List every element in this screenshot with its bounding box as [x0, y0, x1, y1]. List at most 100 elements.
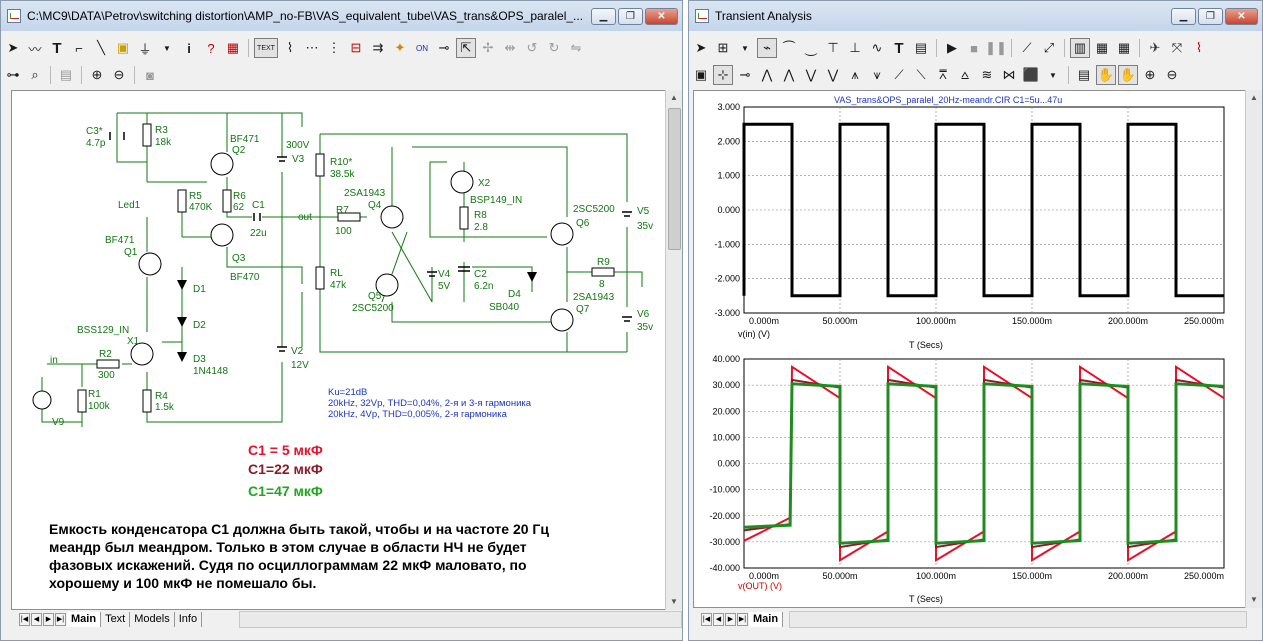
- tab-next-icon[interactable]: ▶: [725, 613, 736, 626]
- tab-first-icon[interactable]: |◀: [701, 613, 712, 626]
- dropdown-icon[interactable]: ▼: [1049, 70, 1057, 80]
- tab-prev-icon[interactable]: ◀: [31, 613, 42, 626]
- flag-icon[interactable]: ⊸: [438, 40, 450, 55]
- table-grid-icon[interactable]: ▦: [1117, 40, 1131, 55]
- info-icon[interactable]: i: [187, 40, 191, 56]
- text-icon[interactable]: T: [894, 39, 904, 57]
- slope-icon[interactable]: ⟋: [894, 67, 904, 82]
- tab-prev-icon[interactable]: ◀: [713, 613, 724, 626]
- high-right-icon[interactable]: ⩛: [873, 67, 881, 82]
- zoom-out-icon[interactable]: ⊖: [1166, 67, 1178, 82]
- properties-icon[interactable]: ▤: [914, 40, 928, 55]
- point-line-icon[interactable]: ⤢: [1043, 40, 1055, 55]
- component-icon[interactable]: ▣: [116, 40, 130, 55]
- pause-icon[interactable]: ❚❚: [985, 40, 1007, 55]
- grid-icon[interactable]: ⊞: [717, 40, 729, 55]
- current-icon[interactable]: ⊟: [350, 40, 362, 55]
- global-icon[interactable]: ≋: [981, 67, 993, 82]
- help-icon[interactable]: ?: [207, 40, 215, 56]
- schematic-titlebar[interactable]: C:\MC9\DATA\Petrov\switching distortion\…: [1, 1, 682, 31]
- text-display-icon[interactable]: TEXT: [254, 38, 278, 58]
- minor-grid-icon[interactable]: ▦: [1095, 40, 1109, 55]
- transient-minimize-button[interactable]: ▁: [1171, 8, 1196, 25]
- scroll-thumb[interactable]: [668, 108, 681, 250]
- major-grid-icon[interactable]: ▥: [1070, 38, 1090, 58]
- tracker-icon[interactable]: ⤧: [1171, 40, 1183, 55]
- scroll-up-arrow-icon[interactable]: ▲: [670, 93, 678, 102]
- transient-titlebar[interactable]: Transient Analysis ▁ ❐ ✕: [689, 1, 1262, 31]
- tab-info[interactable]: Info: [175, 612, 203, 627]
- schematic-canvas[interactable]: C3* 4.7p R3 18k BF471 Q2 300V V3 R10* 38…: [11, 90, 667, 610]
- peak-left-icon[interactable]: ⋀: [761, 67, 773, 82]
- peak-icon[interactable]: ⏜: [782, 40, 796, 55]
- rotate-icon[interactable]: ✢: [482, 40, 494, 55]
- node-numbers-icon[interactable]: ⋯: [305, 40, 319, 55]
- dropdown-icon[interactable]: ▼: [163, 43, 171, 53]
- page-icon[interactable]: ▤: [59, 67, 73, 82]
- node-voltages-icon[interactable]: ⋮: [327, 40, 341, 55]
- plot-vertical-scrollbar[interactable]: ▲ ▼: [1245, 90, 1262, 608]
- redo-icon[interactable]: ↻: [548, 40, 560, 55]
- line-icon[interactable]: ⟋: [1022, 40, 1032, 55]
- pin-connections-icon[interactable]: ⌇: [286, 40, 294, 55]
- run-icon[interactable]: ▶: [947, 40, 957, 55]
- cursor-mode-icon[interactable]: ⊹: [713, 65, 733, 85]
- data-table-icon[interactable]: ▤: [1077, 67, 1091, 82]
- high-icon[interactable]: ⊤: [827, 40, 839, 55]
- valley-right-icon[interactable]: ⋁: [827, 67, 839, 82]
- tab-last-icon[interactable]: ▶|: [737, 613, 748, 626]
- flip-icon[interactable]: ⇋: [570, 40, 582, 55]
- zoom-in-icon[interactable]: ⊕: [91, 67, 103, 82]
- schematic-vertical-scrollbar[interactable]: ▲ ▼: [665, 90, 682, 610]
- tab-text[interactable]: Text: [101, 612, 131, 627]
- find-icon[interactable]: ⌕: [31, 67, 39, 82]
- slope-down-icon[interactable]: ⟍: [916, 67, 926, 82]
- camera-icon[interactable]: ◙: [146, 67, 154, 83]
- stop-icon[interactable]: ■: [970, 40, 978, 56]
- tab-first-icon[interactable]: |◀: [19, 613, 30, 626]
- scroll-down-arrow-icon[interactable]: ▼: [1250, 595, 1258, 604]
- ground-icon[interactable]: ⏚: [138, 41, 152, 57]
- zoom-in-icon[interactable]: ⊕: [1144, 67, 1156, 82]
- plot-canvas[interactable]: VAS_trans&OPS_paralel_20Hz-meandr.CIR C1…: [693, 90, 1248, 608]
- select-arrow-icon[interactable]: ➤: [7, 40, 19, 55]
- cursor-icon[interactable]: ✈: [1149, 40, 1161, 55]
- valley-left-icon[interactable]: ⋁: [805, 67, 817, 82]
- state-icon[interactable]: ✦: [394, 40, 406, 55]
- tab-main[interactable]: Main: [67, 612, 102, 627]
- scroll-down-arrow-icon[interactable]: ▼: [670, 597, 678, 606]
- tab-main[interactable]: Main: [749, 612, 784, 627]
- diagonal-wire-icon[interactable]: ╲: [97, 40, 105, 55]
- mirror-icon[interactable]: ⇹: [504, 40, 516, 55]
- schematic-horizontal-scrollbar[interactable]: [239, 611, 682, 628]
- tab-models[interactable]: Models: [130, 612, 175, 627]
- peak-right-icon[interactable]: ⋀: [783, 67, 795, 82]
- top-icon[interactable]: ⩞: [939, 67, 947, 82]
- chart-icon[interactable]: ▣: [694, 67, 708, 82]
- inflection-icon[interactable]: ∿: [871, 40, 883, 55]
- valley-icon[interactable]: ⏝: [804, 40, 818, 55]
- cursor-left-icon[interactable]: ⊸: [739, 67, 751, 82]
- minimize-button[interactable]: ▁: [591, 8, 616, 25]
- plot-horizontal-scrollbar[interactable]: [789, 611, 1247, 628]
- power-icon[interactable]: ⇉: [372, 40, 384, 55]
- low-icon[interactable]: ⊥: [849, 40, 861, 55]
- tab-last-icon[interactable]: ▶|: [55, 613, 66, 626]
- transient-restore-button[interactable]: ❐: [1198, 8, 1223, 25]
- transient-close-button[interactable]: ✕: [1225, 8, 1258, 25]
- hand-icon[interactable]: ✋: [1096, 65, 1116, 85]
- go-to-icon[interactable]: ⋈: [1002, 67, 1016, 82]
- undo-icon[interactable]: ↺: [526, 40, 538, 55]
- close-button[interactable]: ✕: [645, 8, 678, 25]
- orthogonal-wire-icon[interactable]: ⌐: [75, 40, 83, 56]
- zoom-out-icon[interactable]: ⊖: [113, 67, 125, 82]
- scroll-up-arrow-icon[interactable]: ▲: [1250, 93, 1258, 102]
- scope-icon[interactable]: ⌇: [1195, 40, 1203, 55]
- grid-toggle-icon[interactable]: ▦: [226, 40, 240, 55]
- text-tool-icon[interactable]: T: [52, 39, 62, 57]
- hand-2-icon[interactable]: ✋: [1118, 65, 1138, 85]
- on-off-icon[interactable]: ON: [416, 43, 428, 53]
- dropdown-icon[interactable]: ▼: [741, 43, 749, 53]
- bottom-icon[interactable]: ⩟: [961, 67, 969, 82]
- pointer-mode-icon[interactable]: ⇱: [456, 38, 476, 58]
